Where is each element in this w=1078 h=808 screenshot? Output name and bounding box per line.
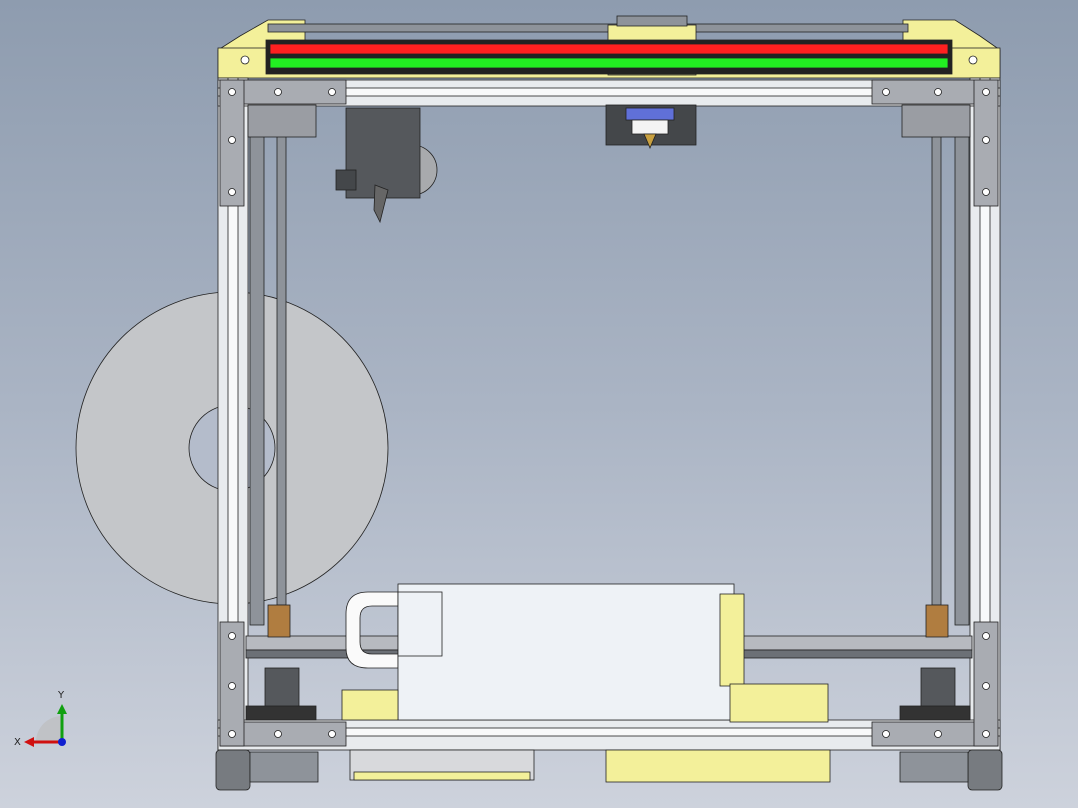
top-x-axis[interactable]	[217, 15, 1001, 79]
x-axis-label: X	[14, 737, 21, 748]
hotend[interactable]	[605, 104, 697, 150]
extruder-motor[interactable]	[335, 107, 438, 224]
axis-triad[interactable]: X Y	[14, 690, 67, 748]
belt-green	[269, 57, 949, 69]
z-axis-dot	[58, 738, 66, 746]
y-axis-label: Y	[57, 690, 65, 701]
power-supply[interactable]	[341, 583, 829, 723]
z-rods	[247, 104, 971, 626]
corner-brackets	[219, 79, 999, 747]
belt-red	[269, 43, 949, 55]
feet	[215, 749, 1003, 791]
